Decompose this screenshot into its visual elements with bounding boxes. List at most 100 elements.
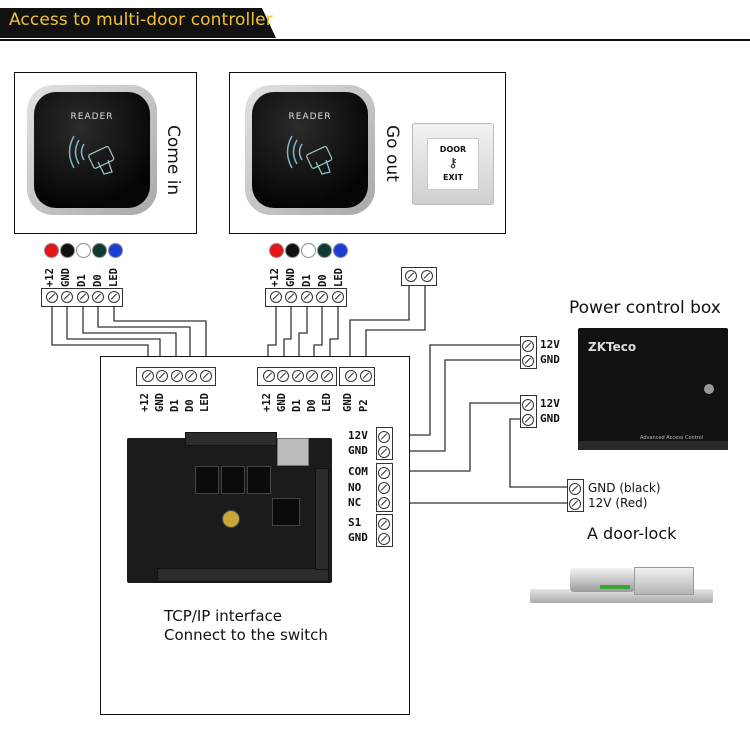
screw-terminal — [378, 518, 390, 530]
power-box-title: Power control box — [569, 298, 721, 318]
network-line-2: Connect to the switch — [164, 626, 328, 644]
reader-in-frame: READER Come in — [14, 72, 197, 234]
header-bar: Access to multi-door controller — [0, 0, 750, 42]
wire-dot-red — [269, 243, 284, 258]
pin-label: LED — [333, 268, 345, 287]
pin-label: GND — [60, 268, 72, 287]
power-box-subtitle: Advanced Access Control — [640, 435, 704, 441]
power-control-box: ZKTeco Advanced Access Control — [578, 328, 728, 448]
controller-sensor-terminals — [376, 514, 393, 547]
controller-nc-label: NC — [348, 496, 362, 509]
controller-power-terminals — [376, 427, 393, 460]
door-lock-gnd-text: GND — [588, 481, 616, 495]
door-lock-12v-note: (Red) — [615, 496, 648, 510]
screw-terminal — [156, 370, 168, 382]
screw-terminal — [345, 370, 357, 382]
key-icon: ⚷ — [448, 156, 458, 171]
pcb-relay — [221, 466, 245, 494]
wire-dot-blue — [333, 243, 348, 258]
reader-in-terminal-block — [41, 288, 123, 307]
screw-terminal — [142, 370, 154, 382]
pcb-top-connectors — [185, 432, 277, 446]
screw-terminal — [378, 497, 390, 509]
screw-terminal — [522, 399, 534, 411]
controller-s1-label: S1 — [348, 516, 362, 529]
wire-dot-black — [285, 243, 300, 258]
lock-body — [634, 567, 694, 595]
controller-no-label: NO — [348, 481, 362, 494]
reader-brand-label: READER — [70, 112, 114, 122]
screw-terminal — [378, 431, 390, 443]
screw-terminal — [569, 498, 581, 510]
terminal-label: D0 — [184, 399, 196, 412]
terminal-label: GND — [276, 393, 288, 412]
screw-terminal — [378, 482, 390, 494]
terminal-label: LED — [199, 393, 211, 412]
header-tab — [0, 8, 276, 38]
exit-button-bottom-label: EXIT — [442, 173, 464, 182]
reader-face: READER — [252, 92, 368, 208]
power-out1-12v-label: 12V — [540, 338, 560, 351]
power-out2-gnd-label: GND — [540, 412, 560, 425]
controller-pcb — [127, 432, 332, 583]
pin-label: +12 — [269, 268, 281, 287]
pcb-relay — [195, 466, 219, 494]
exit-button: DOOR ⚷ EXIT — [412, 123, 494, 205]
rfid-icon — [286, 135, 333, 175]
screw-terminal — [285, 291, 297, 303]
wire-dot-blue — [108, 243, 123, 258]
wire-dot-black — [60, 243, 75, 258]
terminal-label: P2 — [358, 399, 370, 412]
controller-relay-terminals — [376, 463, 393, 512]
pcb-battery — [222, 510, 240, 528]
pcb-relay — [247, 466, 271, 494]
come-in-label: Come in — [163, 125, 183, 196]
terminal-label: +12 — [261, 393, 273, 412]
screw-terminal — [77, 291, 89, 303]
screw-terminal — [92, 291, 104, 303]
door-lock-gnd-note: (black) — [619, 481, 661, 495]
exit-button-top-label: DOOR — [439, 145, 467, 154]
exit-button-face: DOOR ⚷ EXIT — [427, 138, 479, 190]
power-out2-12v-label: 12V — [540, 397, 560, 410]
reader-face: READER — [34, 92, 150, 208]
screw-terminal — [108, 291, 120, 303]
network-line-1: TCP/IP interface — [164, 607, 282, 625]
screw-terminal — [270, 291, 282, 303]
terminal-label: D1 — [169, 399, 181, 412]
door-lock-terminals — [567, 479, 584, 512]
terminal-label: D0 — [306, 399, 318, 412]
door-lock-12v-text: 12V — [588, 496, 612, 510]
screw-terminal — [378, 446, 390, 458]
wire-dot-red — [44, 243, 59, 258]
screw-terminal — [522, 340, 534, 352]
electric-lock — [530, 565, 713, 605]
pcb-right-connectors — [315, 468, 329, 570]
terminal-label: +12 — [139, 393, 151, 412]
screw-terminal — [61, 291, 73, 303]
reader-out-terminal-block — [265, 288, 347, 307]
controller-exit-terminals — [339, 367, 375, 386]
lock-wire-green — [600, 585, 630, 589]
screw-terminal — [522, 355, 534, 367]
pcb-network-port — [277, 438, 309, 466]
header-divider — [0, 39, 750, 41]
controller-reader1-terminals — [136, 367, 216, 386]
power-box-side — [578, 441, 728, 450]
page-title: Access to multi-door controller — [9, 10, 273, 30]
terminal-label: GND — [342, 393, 354, 412]
pin-label: D1 — [301, 274, 313, 287]
exit-button-terminal-block — [401, 267, 437, 286]
wire-dot-green — [92, 243, 107, 258]
reader-out-frame: READER Go out — [229, 72, 506, 234]
terminal-label: D1 — [291, 399, 303, 412]
door-lock-12v-label: 12V (Red) — [588, 496, 647, 510]
screw-terminal — [360, 370, 372, 382]
screw-terminal — [405, 270, 417, 282]
rfid-icon — [68, 135, 115, 175]
pin-label: D0 — [92, 274, 104, 287]
screw-terminal — [263, 370, 275, 382]
pin-label: D0 — [317, 274, 329, 287]
door-lock-title: A door-lock — [587, 524, 677, 543]
reader-brand-label: READER — [288, 112, 332, 122]
